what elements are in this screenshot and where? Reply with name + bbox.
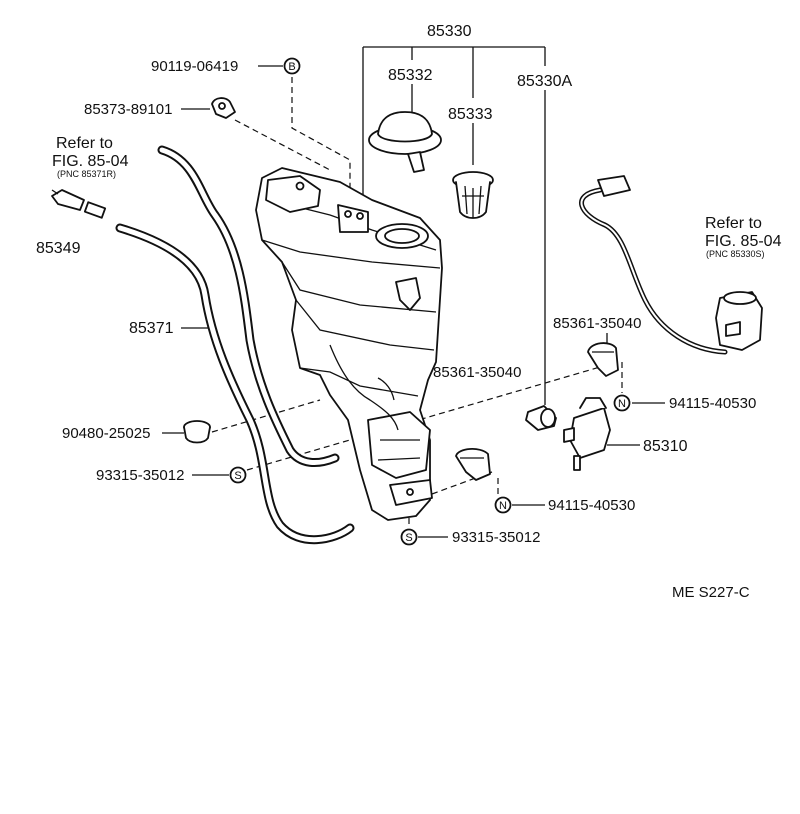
label-85361-35040-upper: 85361-35040 <box>553 315 641 332</box>
pump-bracket-upper <box>587 342 619 377</box>
svg-text:(PNC 85330S): (PNC 85330S) <box>706 249 765 259</box>
screw-symbol-left: S <box>229 466 247 484</box>
label-94115-40530-upper: 94115-40530 <box>669 395 756 412</box>
strainer <box>452 171 494 219</box>
refer-note-right: Refer to FIG. 85-04 (PNC 85330S) <box>705 215 782 259</box>
svg-text:N: N <box>618 398 626 410</box>
washer-tank <box>255 167 443 521</box>
svg-text:FIG. 85-04: FIG. 85-04 <box>52 153 129 170</box>
label-85349: 85349 <box>36 240 81 257</box>
grommet <box>183 420 211 444</box>
nut-symbol-upper: N <box>613 394 631 412</box>
washer-nozzle <box>51 189 107 219</box>
label-85330a: 85330A <box>517 73 572 90</box>
assembly-bracket-lines <box>362 46 546 405</box>
tank-cap <box>368 111 442 173</box>
diagram-code: ME S227-C <box>672 584 750 601</box>
label-85332: 85332 <box>388 67 433 84</box>
svg-text:FIG. 85-04: FIG. 85-04 <box>705 233 782 250</box>
label-85371: 85371 <box>129 320 174 337</box>
washer-pump <box>563 397 611 471</box>
svg-text:N: N <box>499 500 507 512</box>
nut-symbol-lower: N <box>494 496 512 514</box>
label-85361-35040-center: 85361-35040 <box>433 364 521 381</box>
pump-wiring <box>579 175 763 355</box>
label-85330: 85330 <box>427 23 472 40</box>
svg-text:Refer to: Refer to <box>705 215 762 232</box>
svg-text:B: B <box>288 61 295 73</box>
label-90119-06419: 90119-06419 <box>151 58 238 75</box>
pump-bracket-center <box>455 448 491 481</box>
pump-grommet <box>525 405 557 431</box>
svg-text:S: S <box>234 470 241 482</box>
label-93315-35012-bottom: 93315-35012 <box>452 529 540 546</box>
label-90480-25025: 90480-25025 <box>62 425 150 442</box>
label-93315-35012-left: 93315-35012 <box>96 467 184 484</box>
svg-text:Refer to: Refer to <box>56 135 113 152</box>
hose-clamp <box>211 97 236 119</box>
bolt-symbol: B <box>283 57 301 75</box>
svg-text:(PNC 85371R): (PNC 85371R) <box>57 169 116 179</box>
screw-symbol-bottom: S <box>400 528 418 546</box>
washer-hose <box>115 145 355 545</box>
svg-text:S: S <box>405 532 412 544</box>
label-94115-40530-lower: 94115-40530 <box>548 497 635 514</box>
label-85373-89101: 85373-89101 <box>84 101 172 118</box>
label-85333: 85333 <box>448 106 493 123</box>
label-85310: 85310 <box>643 438 688 455</box>
refer-note-left: Refer to FIG. 85-04 (PNC 85371R) <box>52 135 129 179</box>
leader-lines <box>162 65 665 538</box>
